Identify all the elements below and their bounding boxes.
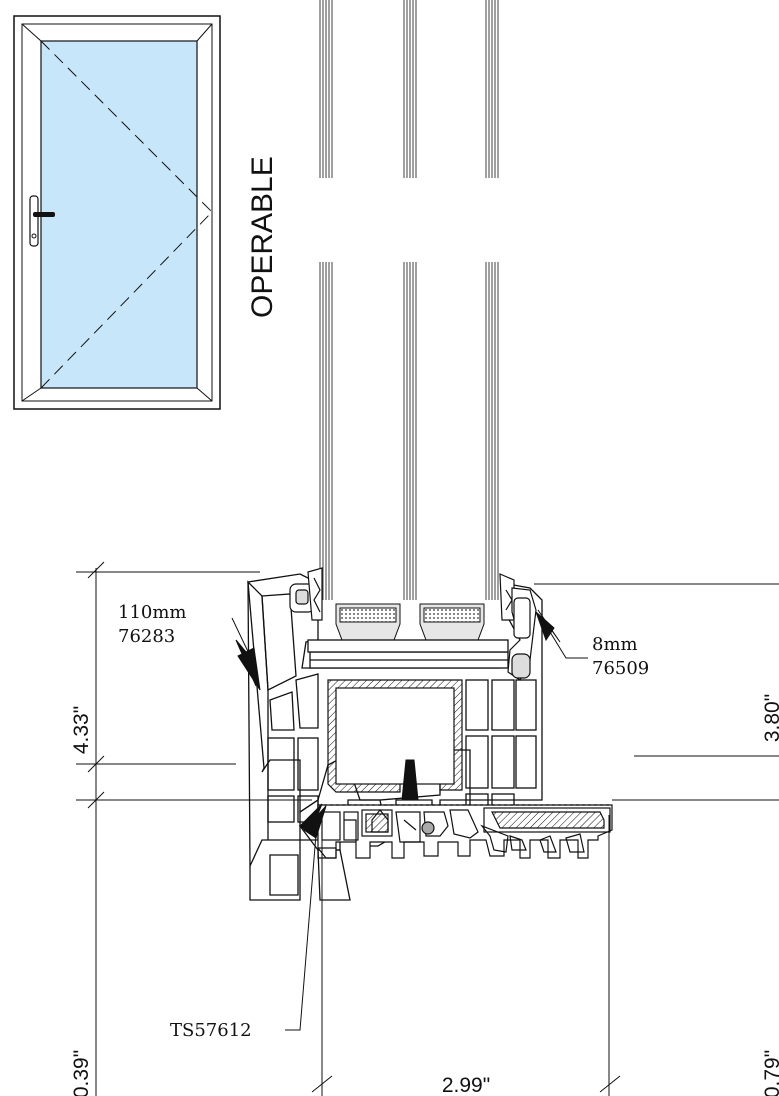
glass-pane [40, 40, 198, 389]
bead-part-label: 76509 [592, 658, 649, 679]
steel-reinforcement [327, 679, 463, 793]
callout-leaders [231, 609, 588, 1031]
sash-height-dimension: 3.80" [761, 694, 779, 742]
sash-part-label: 76283 [118, 626, 175, 647]
bead-size-label: 8mm [592, 634, 638, 655]
dimension-lines [76, 561, 779, 1096]
sash-size-label: 110mm [118, 602, 187, 623]
glass-unit [319, 0, 499, 600]
glazing-bead-left [289, 567, 323, 621]
glass-pane-outer [319, 0, 333, 600]
threshold-profile [317, 804, 613, 859]
glazing-bead-right [499, 573, 537, 681]
swing-indicator [40, 40, 213, 389]
threshold-height-dimension: 0.39" [70, 1050, 93, 1096]
glass-pane-inner [485, 0, 499, 600]
frame-height-dimension: 4.33" [70, 706, 93, 754]
glass-pane-middle [403, 0, 417, 600]
door-elevation-icon [13, 15, 221, 410]
operation-label: OPERABLE [246, 156, 279, 318]
glass-spacers [335, 603, 485, 641]
threshold-right-height-dimension: 0.79" [761, 1050, 779, 1096]
door-handle-icon [29, 195, 55, 247]
threshold-part-label: TS57612 [170, 1020, 252, 1041]
threshold-width-dimension: 2.99" [442, 1074, 490, 1096]
